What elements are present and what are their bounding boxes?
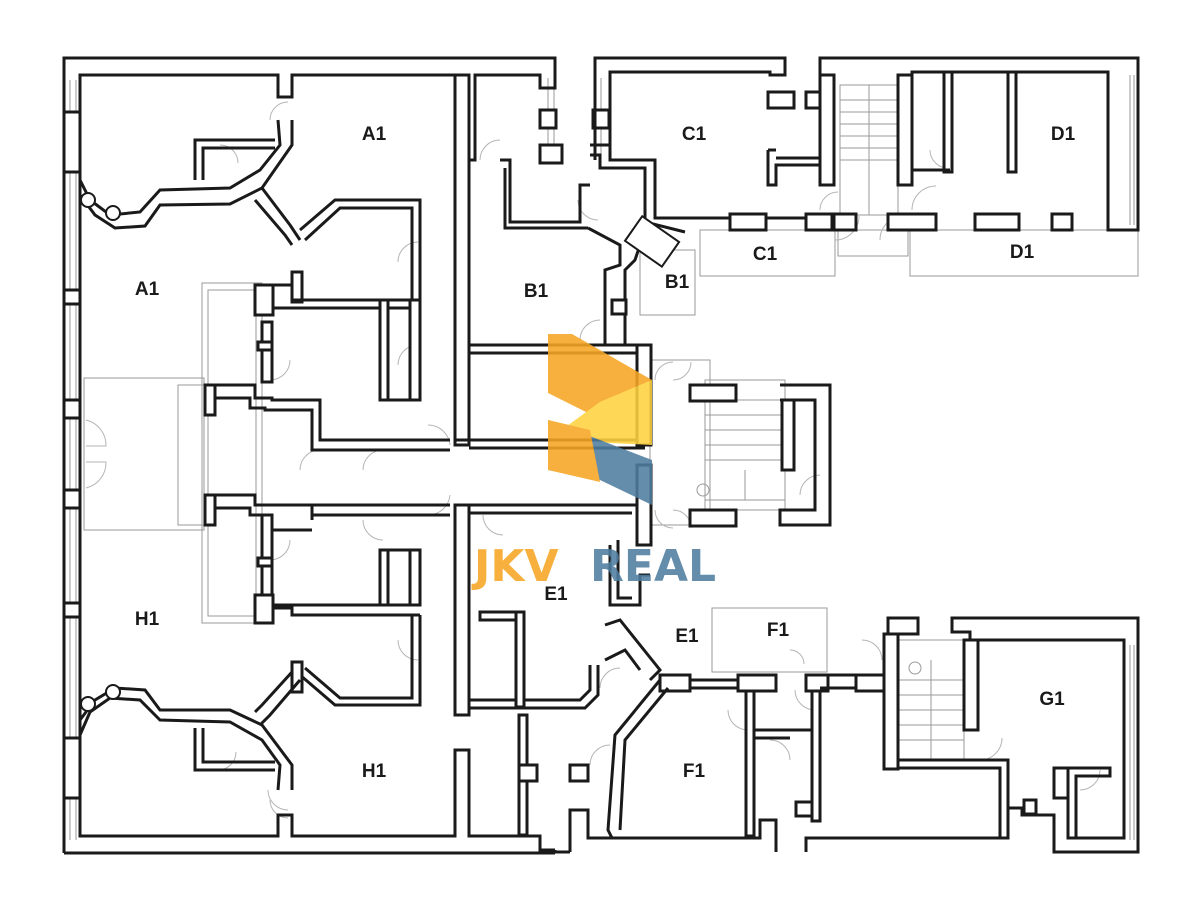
- room-label-f1-main: F1: [683, 761, 706, 782]
- door-swings: [85, 101, 1101, 819]
- room-label-b1-main: B1: [524, 281, 549, 302]
- logo-chevron-yellow-top: [548, 380, 652, 445]
- staircase-top: [839, 84, 899, 216]
- logo-chevron-orange-lower: [548, 420, 600, 482]
- room-label-e1-side: E1: [675, 626, 699, 647]
- room-label-d1-terrace: D1: [1010, 242, 1035, 263]
- room-label-h1-bottom: H1: [362, 761, 387, 782]
- staircase-bottom: [897, 639, 965, 761]
- room-label-d1-main: D1: [1051, 124, 1076, 145]
- logo-word-real: REAL: [590, 541, 716, 592]
- room-label-a1-top: A1: [362, 124, 387, 145]
- room-label-g1: G1: [1039, 689, 1065, 710]
- room-labels: A1 A1 B1 B1 C1 C1 D1 D1 E1 E1 F1 F1 G1 H…: [135, 124, 1076, 782]
- room-label-e1-main: E1: [544, 584, 568, 605]
- thin-lines: [69, 75, 1139, 840]
- room-label-b1-side: B1: [665, 272, 690, 293]
- room-label-c1-main: C1: [682, 124, 707, 145]
- staircase-center: [704, 399, 786, 501]
- room-label-a1-left: A1: [135, 279, 160, 300]
- jkv-real-logo: JKV REAL: [471, 334, 716, 592]
- room-label-c1-terrace: C1: [753, 244, 778, 265]
- logo-word-jkv: JKV: [471, 541, 559, 592]
- room-label-h1-left: H1: [135, 609, 160, 630]
- room-label-f1-terrace: F1: [767, 620, 790, 641]
